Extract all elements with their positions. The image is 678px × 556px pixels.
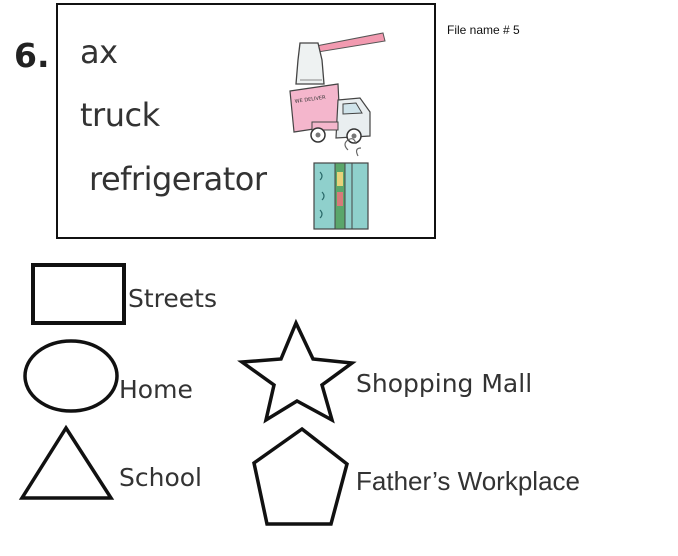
legend-label-fathers-workplace: Father’s Workplace [356, 466, 580, 496]
home-oval-symbol [23, 339, 119, 413]
workplace-pentagon-symbol [252, 426, 349, 526]
question-number: 6. [14, 36, 50, 75]
word-ax: ax [80, 33, 118, 71]
shopping-mall-star-symbol [237, 318, 357, 424]
school-triangle-symbol [18, 424, 115, 500]
streets-rectangle-symbol [31, 263, 126, 325]
truck-icon: WE DELIVER [289, 83, 371, 144]
truck-sign: WE DELIVER [294, 95, 326, 105]
word-refrigerator: refrigerator [89, 160, 267, 198]
file-name-label: File name # 5 [447, 23, 520, 37]
refrigerator-icon [313, 138, 369, 230]
word-truck: truck [80, 96, 160, 134]
vocabulary-card [56, 3, 436, 239]
ax-icon [295, 32, 386, 85]
legend-label-home: Home [119, 375, 193, 404]
legend-label-streets: Streets [128, 284, 217, 313]
legend-label-shopping-mall: Shopping Mall [356, 369, 533, 398]
legend-label-school: School [119, 463, 202, 492]
